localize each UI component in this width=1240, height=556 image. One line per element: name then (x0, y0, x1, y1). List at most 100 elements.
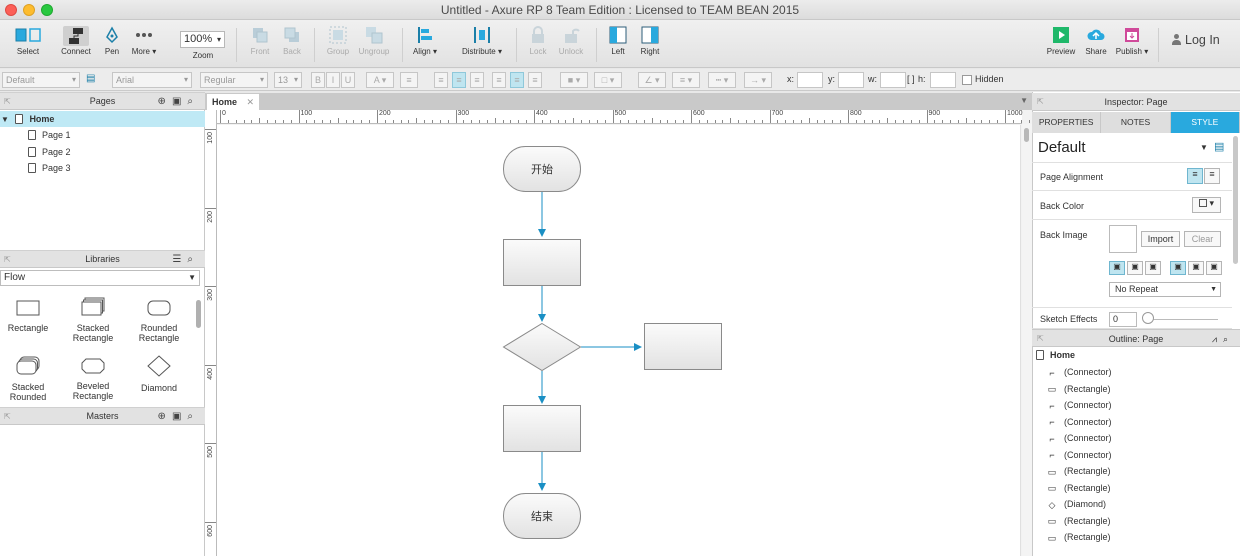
image-valign-top-button[interactable]: ▣ (1170, 261, 1186, 275)
publish-menu[interactable]: Publish ▾ (1114, 26, 1150, 56)
close-tab-icon[interactable]: ✕ (246, 97, 254, 107)
image-align-center-button[interactable]: ▣ (1127, 261, 1143, 275)
zoom-window-button[interactable] (41, 4, 53, 16)
menu-icon[interactable]: ☰ (172, 254, 188, 265)
lock-button[interactable]: Lock (526, 26, 550, 56)
align-right-button[interactable]: ≡ (470, 72, 484, 88)
outline-item[interactable]: ⌐(Connector) (1046, 430, 1111, 446)
outline-item[interactable]: ▭(Rectangle) (1046, 529, 1111, 545)
canvas-vertical-scrollbar[interactable] (1022, 124, 1032, 556)
line-style-button[interactable]: ┅ ▾ (708, 72, 736, 88)
valign-bottom-button[interactable]: ≡ (528, 72, 542, 88)
library-item-diamond[interactable]: Diamond (127, 355, 191, 393)
style-select[interactable]: Default (2, 72, 80, 88)
search-icon[interactable]: ⌕ (187, 254, 199, 265)
align-menu[interactable]: Align ▾ (410, 26, 440, 56)
scrollbar-thumb[interactable] (1024, 128, 1029, 142)
font-color-button[interactable]: A ▾ (366, 72, 394, 88)
library-scrollbar[interactable] (196, 300, 201, 328)
arrow-style-button[interactable]: → ▾ (744, 72, 772, 88)
h-input[interactable] (930, 72, 956, 88)
expand-arrow-icon[interactable]: ▼ (1, 115, 9, 124)
tab-style[interactable]: STYLE (1170, 112, 1240, 133)
pen-tool[interactable]: Pen (102, 26, 122, 56)
w-input[interactable] (880, 72, 906, 88)
sketch-slider[interactable] (1144, 319, 1218, 320)
login-button[interactable]: Log In (1172, 33, 1220, 47)
weight-select[interactable]: Regular (200, 72, 268, 88)
distribute-menu[interactable]: Distribute ▾ (458, 26, 506, 56)
edit-style-icon[interactable]: ▤ (1214, 141, 1225, 153)
search-icon[interactable]: ⌕ (1222, 334, 1234, 344)
image-align-right-button[interactable]: ▣ (1145, 261, 1161, 275)
align-left-button[interactable]: ≡ (434, 72, 448, 88)
right-button[interactable]: Right (638, 26, 662, 56)
image-valign-bottom-button[interactable]: ▣ (1206, 261, 1222, 275)
page-item[interactable]: Page 3 (0, 160, 205, 176)
add-page-icon[interactable]: ⊕ (157, 96, 172, 107)
outline-item[interactable]: ▭(Rectangle) (1046, 480, 1111, 496)
aspect-lock-icon[interactable]: [ ] (907, 74, 915, 84)
minimize-window-button[interactable] (23, 4, 35, 16)
hidden-checkbox[interactable] (962, 75, 972, 85)
style-dropdown-icon[interactable]: ▼ (1200, 143, 1208, 152)
back-color-picker[interactable]: ▾ (1192, 197, 1221, 213)
outline-item[interactable]: ⌐(Connector) (1046, 364, 1111, 380)
image-align-left-button[interactable]: ▣ (1109, 261, 1125, 275)
outline-item[interactable]: ⌐(Connector) (1046, 397, 1111, 413)
add-folder-icon[interactable]: ▣ (171, 96, 188, 107)
fill-color-button[interactable]: ■ ▾ (560, 72, 588, 88)
image-valign-middle-button[interactable]: ▣ (1188, 261, 1204, 275)
tab-overflow-icon[interactable]: ▼ (1020, 96, 1028, 105)
align-center-page-button[interactable]: ≡ (1204, 168, 1220, 184)
tab-properties[interactable]: PROPERTIES (1032, 112, 1102, 133)
sketch-slider-handle[interactable] (1142, 312, 1154, 324)
collapse-icon[interactable]: ⇱ (1037, 334, 1044, 343)
share-button[interactable]: Share (1082, 26, 1110, 56)
bring-front-button[interactable]: Front (248, 26, 272, 56)
outline-item[interactable]: ⌐(Connector) (1046, 447, 1111, 463)
repeat-select[interactable]: No Repeat▼ (1109, 282, 1221, 297)
library-item-rectangle[interactable]: Rectangle (0, 299, 60, 333)
page-item-home[interactable]: ▼ Home (0, 111, 205, 127)
library-item-rounded-rectangle[interactable]: Rounded Rectangle (127, 299, 191, 343)
connect-tool[interactable]: Connect (60, 26, 92, 56)
align-center-button[interactable]: ≡ (452, 72, 466, 88)
collapse-icon[interactable]: ⇱ (4, 97, 11, 106)
back-image-preview[interactable] (1109, 225, 1137, 253)
canvas-page[interactable] (217, 125, 1021, 556)
collapse-icon[interactable]: ⇱ (4, 255, 11, 264)
line-color-button[interactable]: ∠ ▾ (638, 72, 666, 88)
bold-button[interactable]: B (311, 72, 325, 88)
library-item-beveled-rectangle[interactable]: Beveled Rectangle (61, 357, 125, 401)
library-item-stacked-rounded[interactable]: Stacked Rounded (0, 356, 60, 402)
ungroup-button[interactable]: Ungroup (356, 26, 392, 56)
search-icon[interactable]: ⌕ (187, 96, 199, 107)
outline-item[interactable]: ⌐(Connector) (1046, 414, 1111, 430)
font-size-select[interactable]: 13 (274, 72, 302, 88)
sketch-value-input[interactable]: 0 (1109, 312, 1137, 327)
library-select[interactable]: Flow▼ (0, 270, 200, 286)
font-select[interactable]: Arial (112, 72, 192, 88)
tab-notes[interactable]: NOTES (1101, 112, 1171, 133)
import-button[interactable]: Import (1141, 231, 1180, 247)
unlock-button[interactable]: Unlock (556, 26, 586, 56)
left-button[interactable]: Left (606, 26, 630, 56)
more-tools-button[interactable]: More ▾ (130, 26, 158, 56)
page-item[interactable]: Page 1 (0, 127, 205, 143)
style-name[interactable]: Default (1038, 139, 1086, 156)
outline-item[interactable]: ▭(Rectangle) (1046, 513, 1111, 529)
align-left-page-button[interactable]: ≡ (1187, 168, 1203, 184)
outline-item[interactable]: ▭(Rectangle) (1046, 381, 1111, 397)
group-button[interactable]: Group (324, 26, 352, 56)
italic-button[interactable]: I (326, 72, 340, 88)
outline-item[interactable]: ▭(Rectangle) (1046, 463, 1111, 479)
zoom-select[interactable]: 100%▾ (180, 31, 225, 48)
search-icon[interactable]: ⌕ (187, 411, 199, 422)
x-input[interactable] (797, 72, 823, 88)
outline-item[interactable]: ◇(Diamond) (1046, 496, 1106, 512)
send-back-button[interactable]: Back (280, 26, 304, 56)
select-tool[interactable]: Select (6, 26, 50, 56)
line-width-button[interactable]: ≡ ▾ (672, 72, 700, 88)
collapse-icon[interactable]: ⇱ (1037, 97, 1044, 106)
